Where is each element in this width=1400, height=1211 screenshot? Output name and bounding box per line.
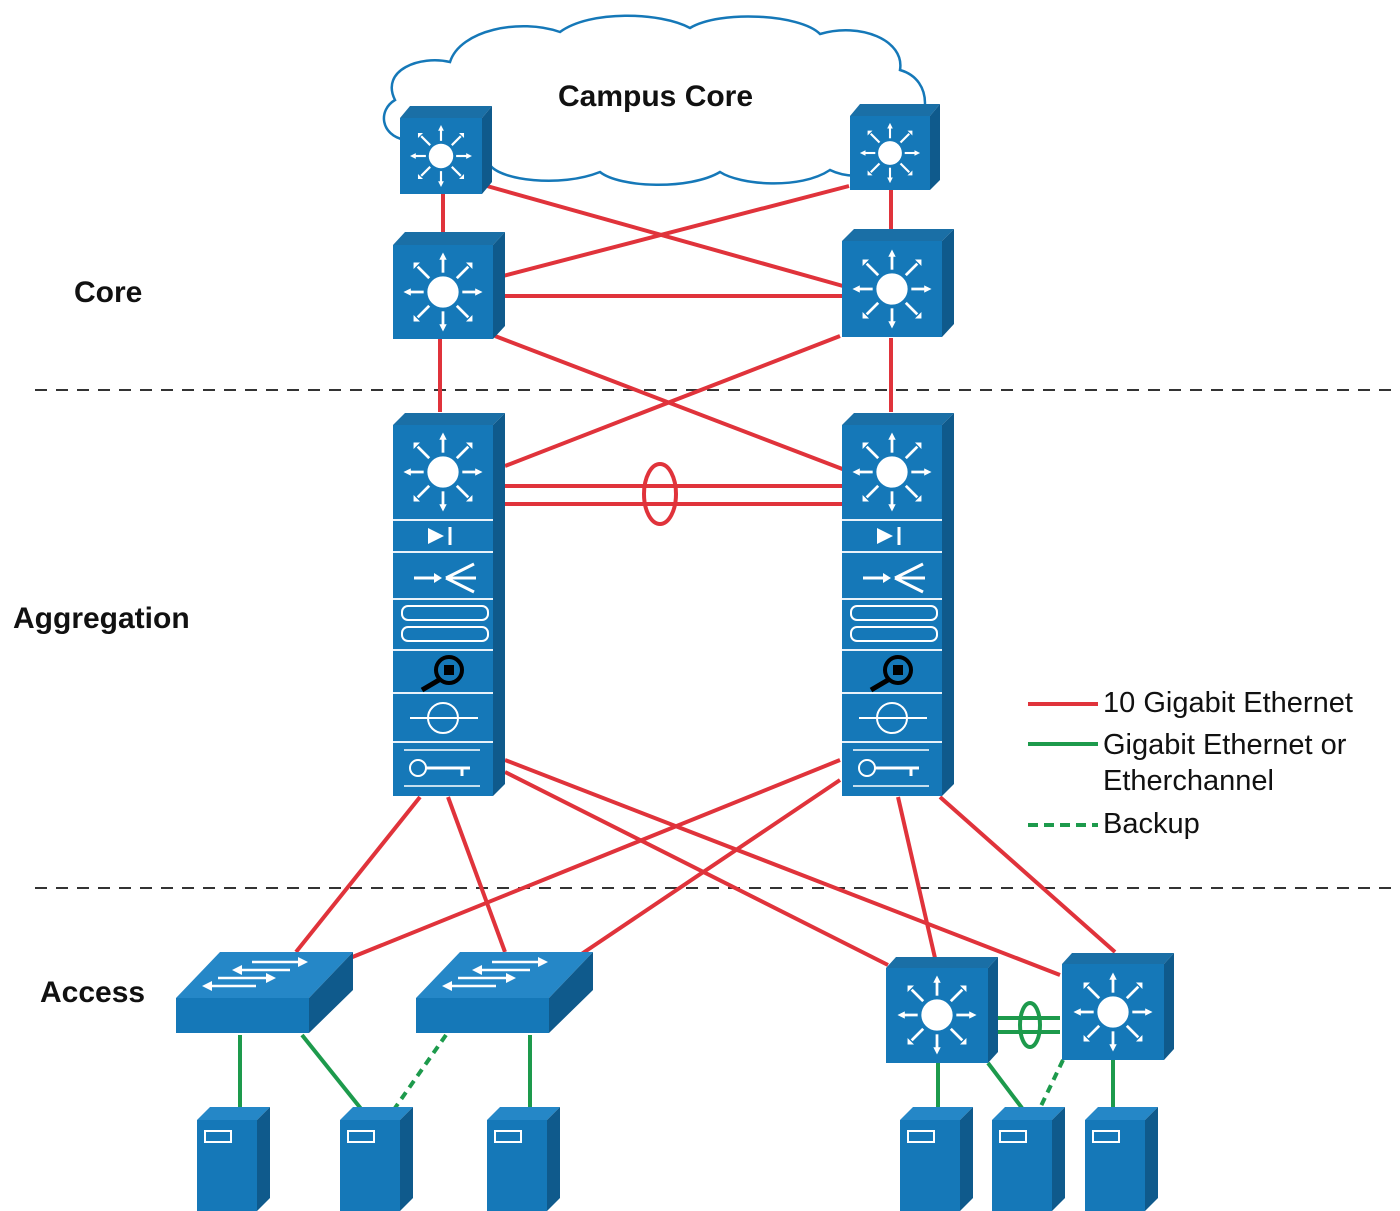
access-l2-switch-right: [416, 952, 593, 1033]
aggregation-stack-right: [842, 413, 954, 796]
tier-label-aggregation: Aggregation: [13, 602, 190, 635]
tier-label-access: Access: [40, 976, 146, 1009]
legend-gig-label-line1: Gigabit Ethernet or: [1103, 729, 1347, 761]
campus-core-switch-right: [850, 104, 940, 190]
backup-links: [393, 1033, 1065, 1110]
server-icon: [487, 1107, 560, 1211]
tier-label-core: Core: [74, 276, 143, 309]
core-switch-left: [393, 232, 505, 339]
legend-gig-label-line2: Etherchannel: [1103, 765, 1274, 797]
access-l3-switch-left: [886, 957, 998, 1063]
campus-core-switch-left: [400, 106, 492, 194]
server-icon: [900, 1107, 973, 1211]
core-switch-right: [842, 229, 954, 337]
aggregation-etherchannel-ring: [642, 462, 678, 526]
legend-ten-gig-label: 10 Gigabit Ethernet: [1103, 687, 1353, 719]
server-icon: [1085, 1107, 1158, 1211]
campus-core-title: Campus Core: [558, 80, 754, 113]
access-l2-switch-left: [176, 952, 353, 1033]
server-icon: [197, 1107, 270, 1211]
server-icon: [992, 1107, 1065, 1211]
aggregation-stack-left: [393, 413, 505, 796]
access-l3-switch-right: [1062, 953, 1174, 1060]
legend-backup-label: Backup: [1103, 808, 1200, 840]
server-icon: [340, 1107, 413, 1211]
gig-links: [238, 1016, 1115, 1112]
access-etherchannel-ring: [1018, 1001, 1042, 1049]
